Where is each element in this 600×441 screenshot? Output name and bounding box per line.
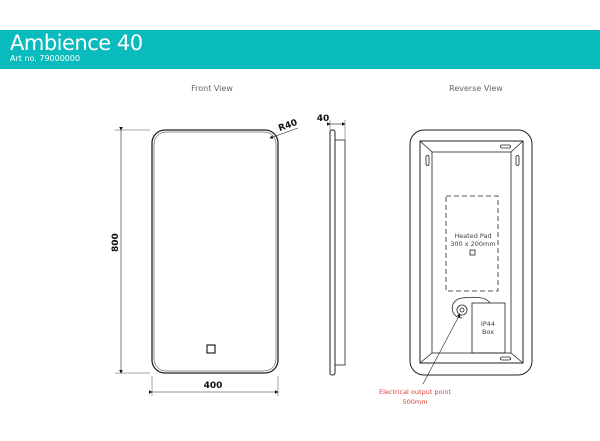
reverse-view-label: Reverse View — [449, 84, 503, 93]
depth-dimension: 40 — [317, 114, 330, 124]
front-view-label: Front View — [191, 84, 233, 93]
header-band: Ambience 40 Art no. 79000000 — [0, 30, 600, 69]
product-title: Ambience 40 — [10, 31, 143, 55]
keyhole-hanger-icon — [515, 155, 520, 166]
touch-sensor-icon — [206, 344, 216, 354]
height-dimension: 800 — [111, 233, 121, 252]
heated-pad-title: Heated Pad — [454, 232, 491, 240]
ip44-box-label-1: IP44 — [481, 320, 495, 328]
reverse-view — [409, 129, 533, 385]
keyhole-hanger-icon — [425, 155, 430, 166]
heated-pad-size: 300 x 200mm — [450, 240, 495, 248]
side-view — [327, 120, 346, 376]
width-dimension: 400 — [204, 381, 223, 391]
ip44-box-label-2: Box — [482, 328, 494, 336]
article-number: Art no. 79000000 — [10, 54, 81, 63]
keyhole-hanger-icon — [500, 144, 511, 149]
electrical-output-size: 500mm — [402, 398, 427, 406]
electrical-output-label: Electrical output point — [379, 388, 451, 396]
keyhole-hanger-icon — [500, 356, 511, 361]
front-view — [115, 127, 299, 396]
